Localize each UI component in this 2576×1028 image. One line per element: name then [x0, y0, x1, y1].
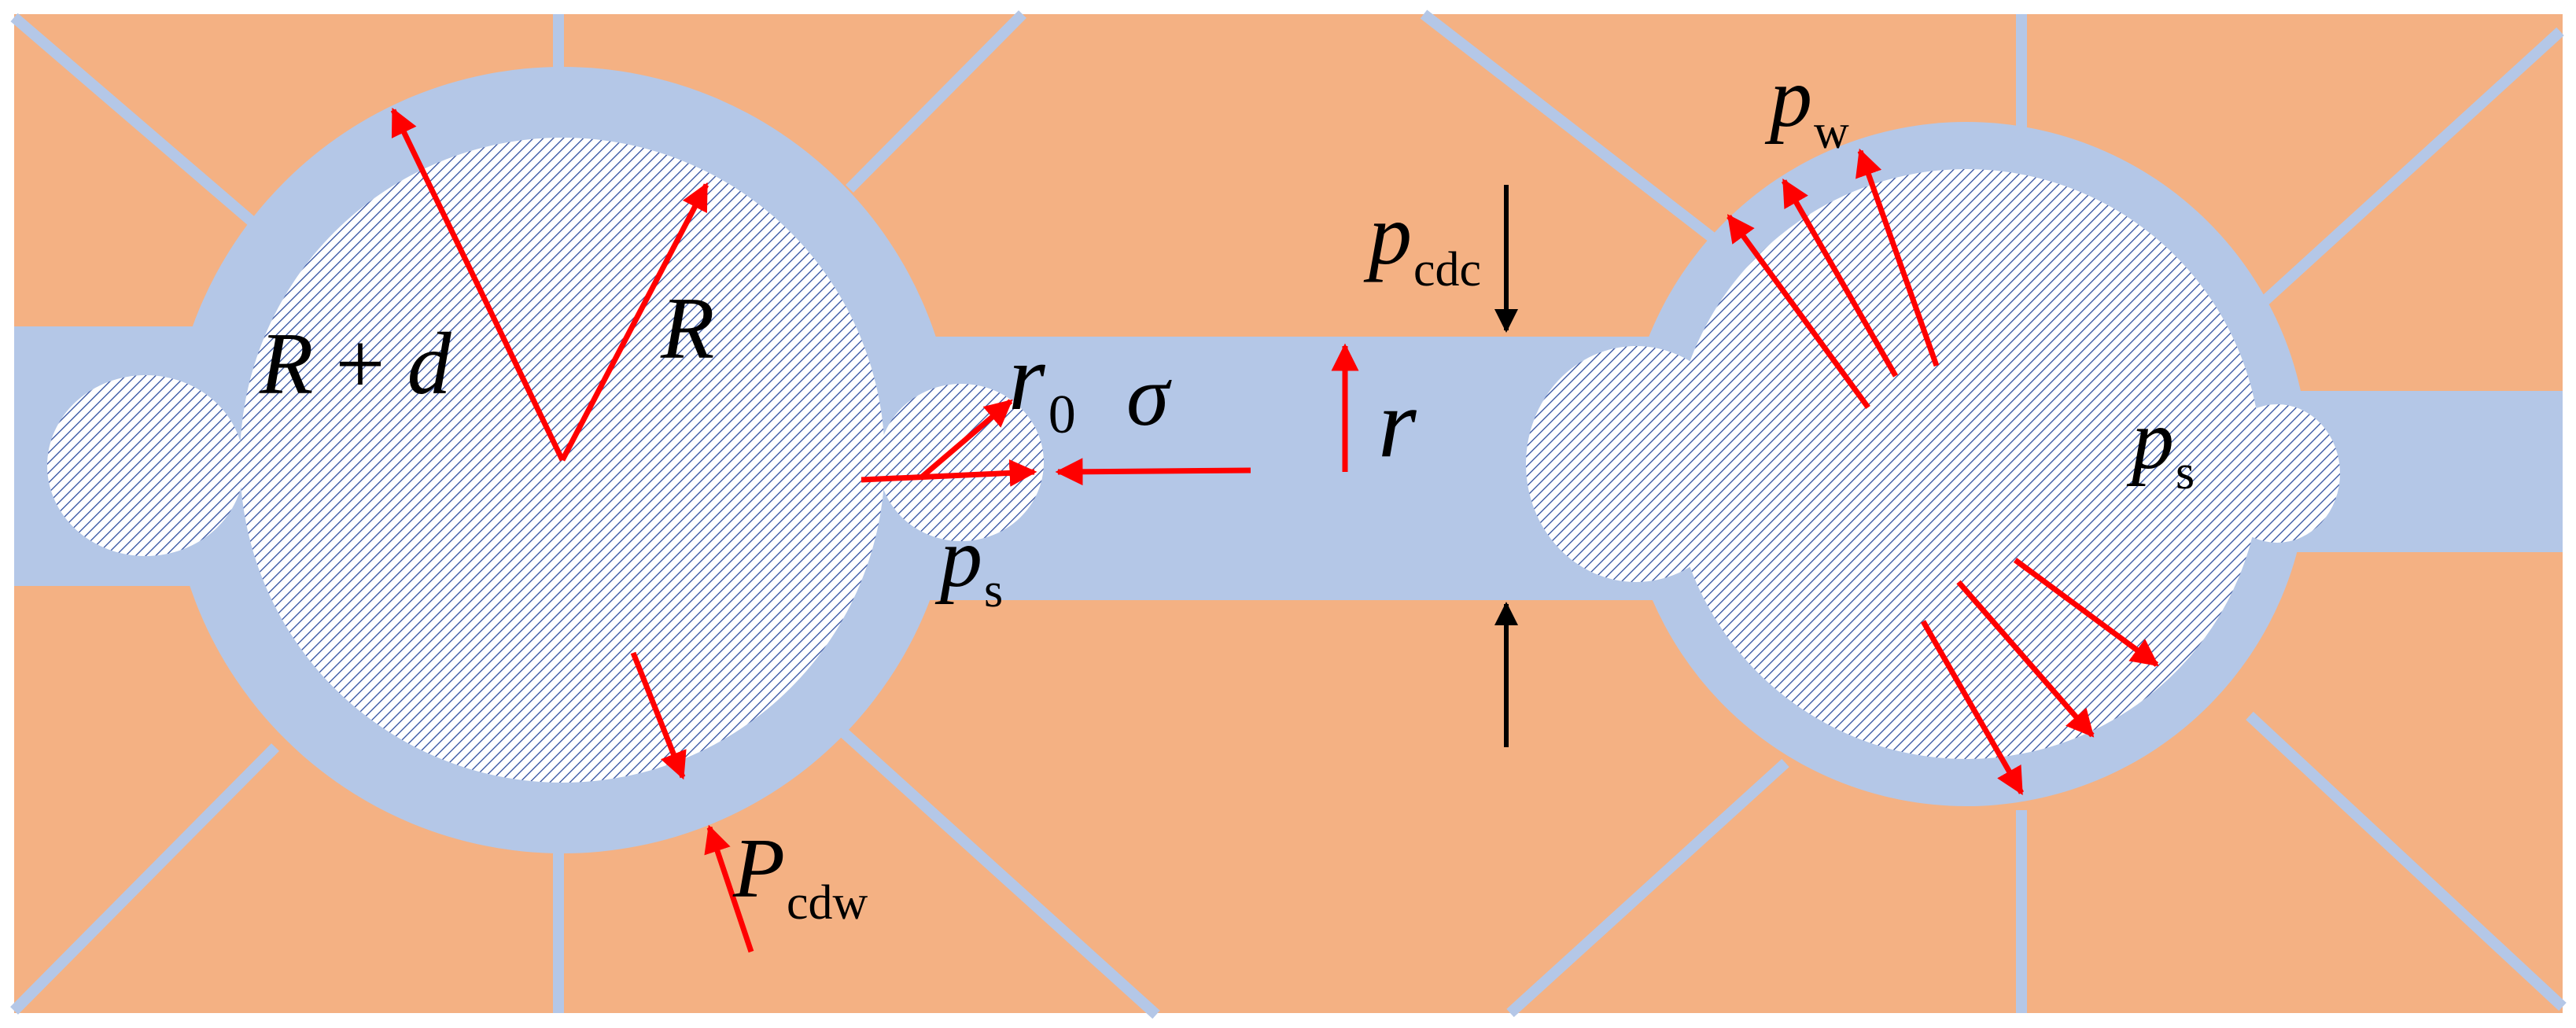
left-oil-bulge-left	[47, 375, 244, 556]
label-r-plus-d: R + d	[259, 315, 452, 413]
right-pore	[1526, 122, 2340, 806]
label-r: r	[1378, 370, 1417, 478]
arrow-r0	[918, 399, 1013, 481]
arrow-sigma	[1055, 458, 1251, 486]
label-r0: r0	[1008, 325, 1076, 445]
label-pcdc: pcdc	[1363, 186, 1481, 297]
arrow-pw-3	[1856, 148, 1940, 367]
arrow-ps-2	[1956, 580, 2095, 738]
right-oil-droplet	[1671, 169, 2261, 759]
arrow-pcdw	[704, 824, 754, 953]
label-ps-left: ps	[934, 511, 1003, 617]
red-arrows	[390, 107, 2159, 953]
label-pcdw: Pcdw	[732, 822, 868, 930]
arrow-pw-1	[1727, 214, 1870, 410]
label-sigma: σ	[1126, 348, 1172, 444]
label-ps-right: ps	[2126, 393, 2195, 499]
grain-boundaries	[10, 9, 2567, 1019]
arrow-R	[559, 182, 709, 462]
arrow-pw-2	[1781, 178, 1899, 378]
arrow-ps-left	[861, 459, 1037, 487]
label-pw: pw	[1764, 51, 1849, 159]
arrow-ps-1	[2013, 558, 2159, 667]
arrow-ps-3	[1920, 620, 2025, 796]
label-R: R	[660, 280, 714, 378]
arrow-r-plus-d	[390, 107, 566, 462]
arrow-droplet-down	[630, 651, 687, 780]
